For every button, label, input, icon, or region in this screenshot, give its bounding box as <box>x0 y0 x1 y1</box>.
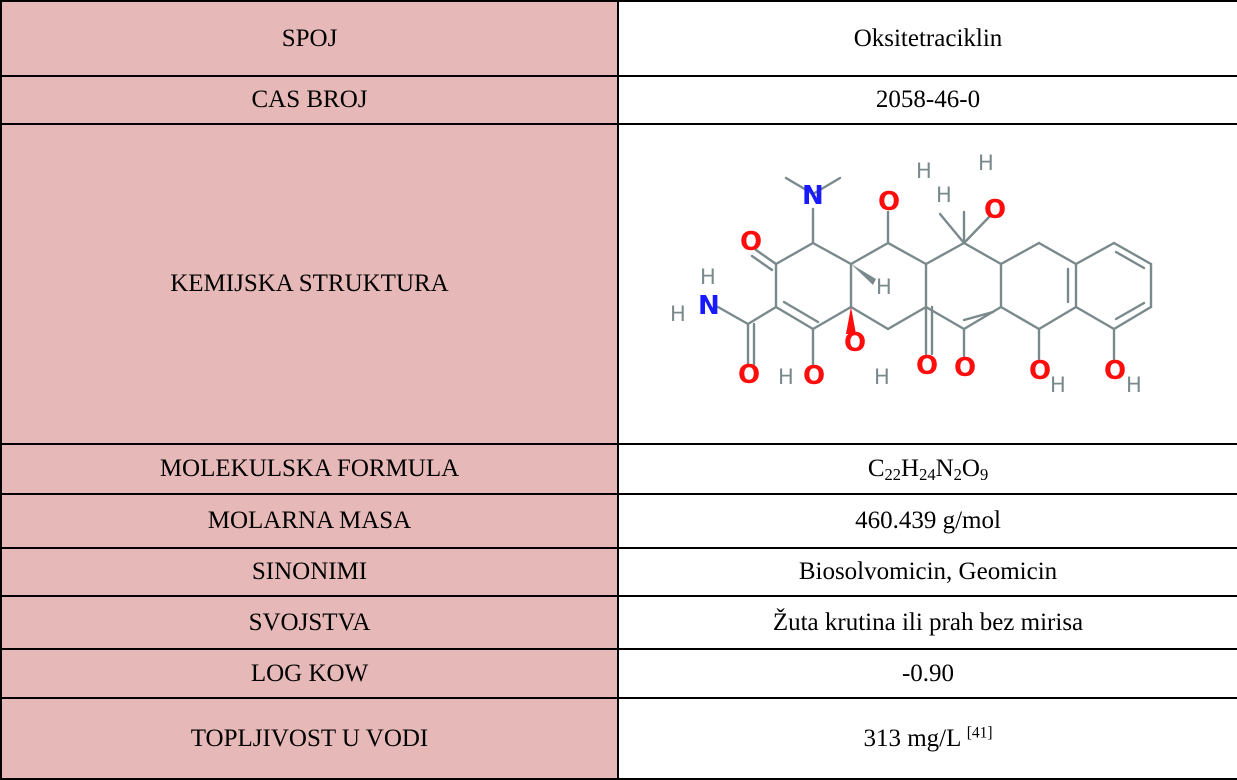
table-row: SINONIMI Biosolvomicin, Geomicin <box>0 547 1237 597</box>
row-label: SPOJ <box>0 0 619 77</box>
svg-text:H: H <box>778 365 794 389</box>
table-row: LOG KOW -0.90 <box>0 648 1237 699</box>
row-value: Biosolvomicin, Geomicin <box>617 547 1237 597</box>
table-row: KEMIJSKA STRUKTURA <box>0 123 1237 445</box>
svg-text:H: H <box>670 302 686 326</box>
svg-text:O: O <box>1104 356 1126 386</box>
svg-text:H: H <box>936 183 952 207</box>
table-row: TOPLJIVOST U VODI 313 mg/L [41] <box>0 697 1237 780</box>
row-label: SVOJSTVA <box>0 595 619 650</box>
table-row: MOLEKULSKA FORMULA C22H24N2O9 <box>0 443 1237 495</box>
row-value: -0.90 <box>617 648 1237 699</box>
svg-text:H: H <box>916 159 932 183</box>
row-value: 2058-46-0 <box>617 75 1237 125</box>
svg-text:N: N <box>698 291 720 321</box>
svg-text:H: H <box>1126 373 1142 397</box>
svg-text:O: O <box>803 361 825 391</box>
svg-text:O: O <box>984 195 1006 225</box>
table-row: CAS BROJ 2058-46-0 <box>0 75 1237 125</box>
table-row: SPOJ Oksitetraciklin <box>0 0 1237 77</box>
svg-text:O: O <box>738 360 760 390</box>
row-value: Oksitetraciklin <box>617 0 1237 77</box>
reference-citation: [41] <box>966 723 993 741</box>
svg-text:H: H <box>876 275 892 299</box>
row-label: MOLEKULSKA FORMULA <box>0 443 619 495</box>
chemical-structure-cell: O O O O O O O O O O N N H H H H H H H H <box>617 123 1237 445</box>
row-value: 460.439 g/mol <box>617 493 1237 549</box>
oxytetracycline-structure-image: O O O O O O O O O O N N H H H H H H H H <box>670 151 1153 397</box>
row-value: Žuta krutina ili prah bez mirisa <box>617 595 1237 650</box>
svg-text:N: N <box>802 181 824 211</box>
svg-text:O: O <box>844 328 866 358</box>
table-row: MOLARNA MASA 460.439 g/mol <box>0 493 1237 549</box>
svg-text:O: O <box>740 227 762 257</box>
svg-text:H: H <box>874 365 890 389</box>
svg-text:O: O <box>954 353 976 383</box>
svg-text:H: H <box>1050 373 1066 397</box>
svg-text:H: H <box>700 265 716 289</box>
row-label: SINONIMI <box>0 547 619 597</box>
svg-text:O: O <box>1029 356 1051 386</box>
svg-text:H: H <box>978 151 994 175</box>
svg-text:O: O <box>916 351 938 381</box>
row-label: LOG KOW <box>0 648 619 699</box>
row-label: MOLARNA MASA <box>0 493 619 549</box>
table-row: SVOJSTVA Žuta krutina ili prah bez miris… <box>0 595 1237 650</box>
svg-text:O: O <box>878 187 900 217</box>
molecular-formula: C22H24N2O9 <box>617 443 1237 495</box>
row-label: KEMIJSKA STRUKTURA <box>0 123 619 445</box>
row-label: TOPLJIVOST U VODI <box>0 697 619 780</box>
row-value: 313 mg/L [41] <box>617 697 1237 780</box>
row-label: CAS BROJ <box>0 75 619 125</box>
